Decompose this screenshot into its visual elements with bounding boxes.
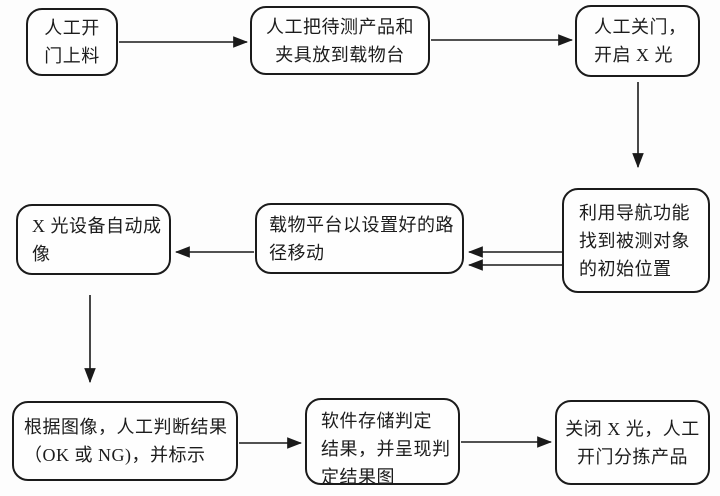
node-close-door-start-xray: 人工关门， 开启 X 光: [575, 5, 700, 77]
node-xray-auto-imaging-label: X 光设备自动成 像: [32, 215, 162, 264]
node-xray-auto-imaging: X 光设备自动成 像: [16, 204, 171, 275]
node-close-xray-sort-product: 关闭 X 光，人工 开门分拣产品: [555, 400, 710, 485]
node-manual-judge-result-label: 根据图像，人工判断结果 （OK 或 NG)，并标示: [24, 417, 228, 465]
node-stage-move-set-path-label: 载物平台以设置好的路 径移动: [269, 214, 454, 263]
node-navigate-initial-position: 利用导航功能 找到被测对象 的初始位置: [562, 188, 710, 293]
node-place-product-fixture-label: 人工把待测产品和 夹具放到载物台: [266, 16, 414, 65]
node-close-door-start-xray-label: 人工关门， 开启 X 光: [594, 17, 687, 65]
node-stage-move-set-path: 载物平台以设置好的路 径移动: [255, 203, 464, 274]
node-open-door-load: 人工开 门上料: [26, 8, 118, 76]
node-open-door-load-label: 人工开 门上料: [44, 18, 100, 66]
node-software-store-result: 软件存储判定 结果，并呈现判 定结果图: [305, 398, 460, 485]
node-navigate-initial-position-label: 利用导航功能 找到被测对象 的初始位置: [579, 202, 690, 279]
node-place-product-fixture: 人工把待测产品和 夹具放到载物台: [250, 6, 430, 75]
node-close-xray-sort-product-label: 关闭 X 光，人工 开门分拣产品: [565, 418, 700, 467]
node-manual-judge-result: 根据图像，人工判断结果 （OK 或 NG)，并标示: [12, 401, 238, 481]
node-software-store-result-label: 软件存储判定 结果，并呈现判 定结果图: [321, 411, 451, 485]
